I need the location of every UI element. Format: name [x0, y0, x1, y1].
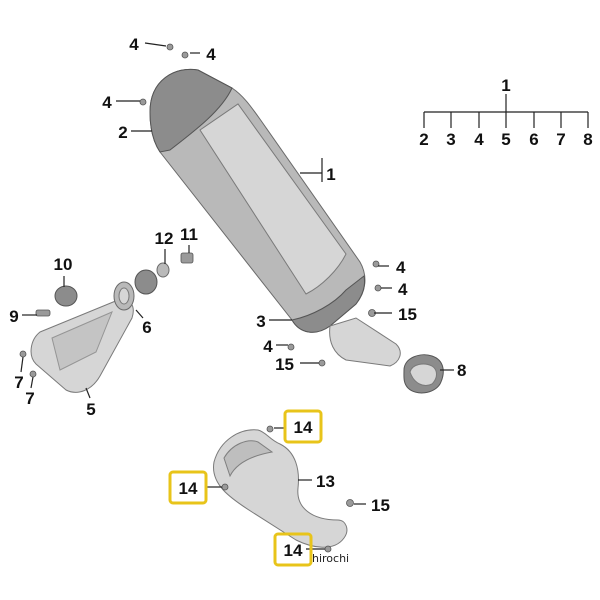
callout-labels: 4 4 4 2 1 4 4 3 4 15 15 8 11 12 10 9 6 7… [9, 35, 466, 515]
legend-child-label: 8 [583, 130, 592, 149]
top-bolt-shape [166, 43, 174, 51]
heat-guard-assembly [213, 425, 354, 553]
callout-silencer-body: 1 [326, 165, 335, 184]
highlight-box-bottom [273, 532, 313, 567]
callout-left-bolt: 4 [102, 93, 112, 112]
watermark-text: hirochi [312, 552, 349, 565]
highlighted-callouts: 14 14 14 [168, 409, 323, 567]
callout-top-bolt-left: 4 [129, 35, 139, 54]
highlight-box-top [283, 409, 323, 444]
callout-guard-nut: 15 [371, 496, 390, 515]
callout-hanger-bolt-a: 4 [396, 258, 406, 277]
bracket-assembly [19, 252, 194, 393]
callout-guard-screw-bottom: 14 [284, 541, 303, 560]
left-bolt-shape [139, 98, 147, 106]
leader-lines [20, 42, 454, 550]
screw-b-shape [29, 370, 37, 378]
hanger-bolt-b-shape [374, 284, 382, 292]
legend-child-label: 4 [474, 130, 484, 149]
legend-child-label: 7 [556, 130, 565, 149]
callout-end-cap-rear: 3 [256, 312, 265, 331]
callout-clamp: 8 [457, 361, 466, 380]
legend-child-label: 3 [446, 130, 455, 149]
callout-clamp-nut-top: 15 [398, 305, 417, 324]
callout-bracket-bolt: 9 [9, 307, 18, 326]
callout-hanger-bolt-b: 4 [398, 280, 408, 299]
rear-end-cap-shape [291, 275, 365, 333]
callout-clamp-nut-low: 15 [275, 355, 294, 374]
callout-heat-shield-bracket: 5 [86, 400, 95, 419]
clamp-part [403, 354, 444, 394]
silencer-panel-shape [199, 103, 347, 295]
rear-bolt-shape [287, 343, 295, 351]
front-end-cap-shape [149, 68, 233, 153]
clamp-nut-low-shape [318, 359, 326, 367]
screw-a-shape [19, 350, 27, 358]
guard-nut-shape [346, 499, 354, 507]
grommet-nut-shape [180, 252, 194, 264]
legend-child-label: 2 [419, 130, 428, 149]
spacer-shape [54, 285, 78, 307]
top-bolt-2-shape [181, 51, 189, 59]
callout-heat-guard: 13 [316, 472, 335, 491]
callout-spacer: 10 [54, 255, 73, 274]
grommet-shape [134, 269, 158, 295]
legend-parent-label: 1 [501, 76, 510, 95]
callout-top-bolt-right: 4 [206, 45, 216, 64]
callout-rear-bolt: 4 [263, 337, 273, 356]
legend-child-label: 5 [501, 130, 510, 149]
callout-grommet: 12 [155, 229, 174, 248]
silencer-assembly [139, 43, 401, 367]
callout-grommet-nut: 11 [180, 225, 198, 244]
guard-screw-left-shape [221, 483, 229, 491]
parts-legend: 1 2 3 4 5 6 7 8 [419, 76, 592, 149]
highlight-box-left [168, 470, 208, 505]
legend-child-label: 6 [529, 130, 538, 149]
guard-screw-top-shape [266, 425, 274, 433]
callout-screw-b: 7 [25, 389, 34, 408]
callout-screw-a: 7 [14, 373, 23, 392]
bracket-bolt-shape [35, 309, 51, 317]
callout-guard-screw-left: 14 [179, 479, 198, 498]
hanger-bolt-a-shape [372, 260, 380, 268]
callout-bushing: 6 [142, 318, 151, 337]
callout-guard-screw-top: 14 [294, 418, 313, 437]
outlet-pipe-shape [329, 317, 401, 367]
grommet-core-shape [156, 262, 170, 278]
callout-end-cap-front: 2 [118, 123, 127, 142]
